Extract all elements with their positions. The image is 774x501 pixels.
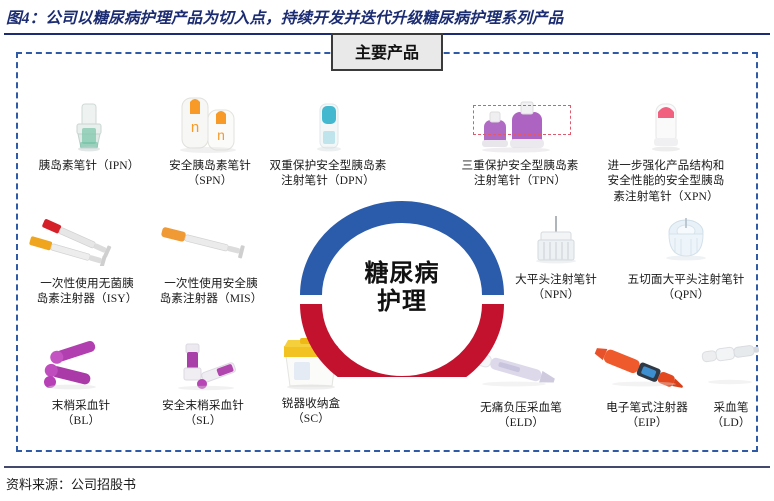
dual-protection-needle-cyan-icon bbox=[258, 98, 398, 156]
triple-protection-needle-purple-icon bbox=[450, 98, 590, 156]
product-cell-bl: 末梢采血针 （BL） bbox=[26, 338, 136, 429]
enhanced-safety-needle-pink-icon bbox=[588, 98, 744, 156]
footer-divider bbox=[4, 466, 770, 468]
safety-lancet-purple-icon bbox=[136, 338, 270, 392]
product-caption-isy-l1: 一次性使用无菌胰 bbox=[40, 277, 134, 290]
source-label: 资料来源：公司招股书 bbox=[6, 477, 137, 492]
product-cell-npn: 大平头注射笔针 （NPN） bbox=[497, 212, 615, 303]
product-caption-dpn-l2: 注射笔针（DPN） bbox=[281, 174, 375, 188]
disposable-syringe-red-yellow-icon bbox=[24, 216, 150, 268]
lancet-purple-icon bbox=[26, 338, 136, 392]
product-cell-spn: n n 安全胰岛素笔针 （SPN） bbox=[150, 92, 270, 189]
product-caption-isy-l2: 岛素注射器（ISY） bbox=[36, 292, 138, 306]
product-caption-sc-l2: （SC） bbox=[292, 412, 330, 426]
product-cell-eip: 电子笔式注射器 （EIP） bbox=[584, 338, 710, 431]
center-label-line1: 糖尿病 bbox=[364, 260, 440, 287]
svg-text:n: n bbox=[191, 119, 199, 136]
product-caption-xpn-l3: 素注射笔针（XPN） bbox=[613, 189, 719, 203]
product-caption-sl-l2: （SL） bbox=[184, 414, 222, 428]
product-cell-qpn: 五切面大平头注射笔针 （QPN） bbox=[613, 212, 759, 303]
flat-head-pen-needle-icon bbox=[497, 212, 615, 268]
product-cell-sl: 安全末梢采血针 （SL） bbox=[136, 338, 270, 429]
product-caption-qpn-l2: （QPN） bbox=[662, 288, 710, 302]
product-cell-dpn: 双重保护安全型胰岛素 注射笔针（DPN） bbox=[258, 98, 398, 189]
product-caption-ipn: 胰岛素笔针（IPN） bbox=[38, 159, 140, 172]
product-caption-ld-l1: 采血笔 bbox=[713, 401, 749, 414]
product-caption-eld-l2: （ELD） bbox=[497, 416, 545, 430]
product-caption-xpn-l1: 进一步强化产品结构和 bbox=[607, 159, 725, 172]
product-cell-xpn: 进一步强化产品结构和 安全性能的安全型胰岛 素注射笔针（XPN） bbox=[588, 98, 744, 204]
panel-header-chip: 主要产品 bbox=[330, 33, 444, 71]
figure-title: 图4：公司以糖尿病护理产品为切入点，持续开发并迭代升级糖尿病护理系列产品 bbox=[6, 10, 564, 27]
center-label-line2: 护理 bbox=[377, 289, 427, 315]
product-caption-xpn-l2: 安全性能的安全型胰岛 bbox=[607, 174, 725, 188]
product-caption-mis-l2: 岛素注射器（MIS） bbox=[159, 292, 263, 306]
product-cell-ipn: 胰岛素笔针（IPN） bbox=[26, 98, 152, 173]
product-caption-npn-l2: （NPN） bbox=[532, 288, 580, 302]
product-cell-isy: 一次性使用无菌胰 岛素注射器（ISY） bbox=[24, 216, 150, 307]
product-cell-mis: 一次性使用安全胰 岛素注射器（MIS） bbox=[148, 216, 274, 307]
product-caption-tpn-l1: 三重保护安全型胰岛素 bbox=[461, 159, 579, 172]
product-caption-mis-l1: 一次性使用安全胰 bbox=[164, 277, 258, 290]
product-caption-sl-l1: 安全末梢采血针 bbox=[162, 399, 244, 412]
electronic-pen-injector-red-icon bbox=[584, 338, 710, 392]
product-cell-ld: 采血笔 （LD） bbox=[700, 338, 762, 431]
product-caption-spn-l2: （SPN） bbox=[187, 174, 233, 188]
five-bevel-flat-head-needle-icon bbox=[613, 212, 759, 268]
product-caption-eld-l1: 无痛负压采血笔 bbox=[480, 401, 562, 414]
panel-header-label: 主要产品 bbox=[354, 45, 420, 62]
product-caption-qpn-l1: 五切面大平头注射笔针 bbox=[627, 273, 745, 286]
product-caption-dpn-l1: 双重保护安全型胰岛素 bbox=[269, 159, 387, 172]
product-caption-spn-l1: 安全胰岛素笔针 bbox=[169, 159, 251, 172]
product-caption-eip-l1: 电子笔式注射器 bbox=[606, 401, 688, 414]
product-caption-bl-l2: （BL） bbox=[61, 414, 101, 428]
product-caption-sc-l1: 锐器收纳盒 bbox=[281, 397, 341, 410]
svg-text:n: n bbox=[217, 127, 225, 143]
product-caption-ld-l2: （LD） bbox=[711, 416, 751, 430]
safety-syringe-orange-icon bbox=[148, 216, 274, 266]
figure-title-bar: 图4：公司以糖尿病护理产品为切入点，持续开发并迭代升级糖尿病护理系列产品 bbox=[0, 0, 774, 34]
lancing-device-grey-icon bbox=[700, 338, 762, 392]
product-cell-tpn: 三重保护安全型胰岛素 注射笔针（TPN） bbox=[450, 98, 590, 189]
center-donut-label: 糖尿病 护理 bbox=[299, 199, 505, 377]
product-caption-bl-l1: 末梢采血针 bbox=[51, 399, 111, 412]
product-caption-eip-l2: （EIP） bbox=[626, 416, 668, 430]
product-caption-tpn-l2: 注射笔针（TPN） bbox=[473, 174, 567, 188]
safety-pen-needle-orange-icon: n n bbox=[150, 92, 270, 156]
insulin-pen-needle-green-icon bbox=[26, 98, 152, 156]
product-caption-npn-l1: 大平头注射笔针 bbox=[515, 273, 597, 286]
